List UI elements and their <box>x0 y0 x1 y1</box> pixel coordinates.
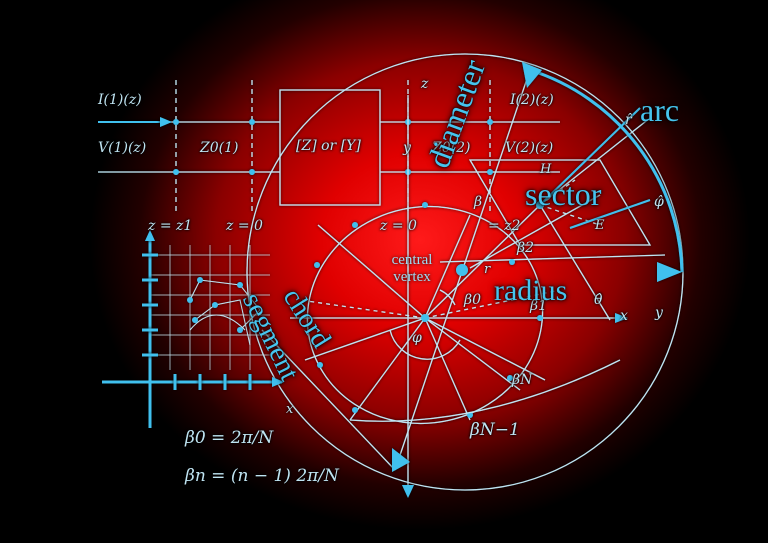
label-i2: I(2)(z) <box>510 92 554 108</box>
spokes <box>304 204 546 421</box>
label-z-eq-z2: = z2 <box>488 218 521 234</box>
label-beta2: β2 <box>517 240 535 256</box>
label-H: H <box>540 162 552 177</box>
label-vertex: vertex <box>393 269 431 285</box>
label-z-top: z <box>421 76 429 92</box>
label-beta0: β0 <box>464 292 482 308</box>
label-arc: arc <box>640 92 680 128</box>
label-central-vertex: central vertex <box>382 252 442 286</box>
label-beta1: β1 <box>530 298 548 314</box>
outer-circle <box>246 53 684 491</box>
label-z-eq-z1: z = z1 <box>148 218 193 234</box>
label-beta-top: β <box>474 194 483 210</box>
label-v1: V(1)(z) <box>98 140 147 156</box>
label-radius: radius <box>494 274 568 307</box>
label-y-right: y <box>655 305 663 321</box>
label-i1: I(1)(z) <box>98 92 142 108</box>
label-zy: [Z] or [Y] <box>296 138 361 154</box>
phi-arc <box>389 329 461 360</box>
label-betaN1: βN−1 <box>470 420 520 440</box>
secant-line <box>439 254 666 263</box>
equation-beta0: β0 = 2π/N <box>185 428 274 448</box>
arc-curve <box>529 68 684 273</box>
chord-line <box>261 329 396 471</box>
label-r-vec: r <box>484 262 491 277</box>
label-theta-hat: θ̂ <box>594 292 603 308</box>
label-x-left: x <box>286 402 294 417</box>
grid <box>150 245 270 370</box>
zy-box <box>279 89 381 206</box>
label-z-eq-0-left: z = 0 <box>226 218 263 234</box>
sector-plane <box>468 159 652 246</box>
label-E: E <box>595 218 605 233</box>
arrow-arc-end <box>657 262 682 282</box>
inner-ellipse <box>306 205 544 425</box>
label-x-right: x <box>620 308 628 324</box>
arrow-bottom <box>392 448 410 472</box>
arrow-top <box>522 62 542 88</box>
equation-betan: βn = (n − 1) 2π/N <box>185 466 339 486</box>
label-phi-hat: φ̂ <box>654 194 664 210</box>
label-central: central <box>391 252 433 268</box>
label-betaN: βN <box>512 372 533 388</box>
label-phi-mid: φ <box>412 330 422 346</box>
label-v2: V(2)(z) <box>505 140 554 156</box>
line-to-theta <box>539 204 611 321</box>
label-sector: sector <box>525 176 602 212</box>
label-z-eq-0-mid: z = 0 <box>380 218 417 234</box>
label-z01: Z0(1) <box>200 140 239 156</box>
label-z02: Z0(2) <box>432 140 471 156</box>
label-r-hat: r̂ <box>625 112 632 128</box>
label-y-top: y <box>403 140 411 156</box>
